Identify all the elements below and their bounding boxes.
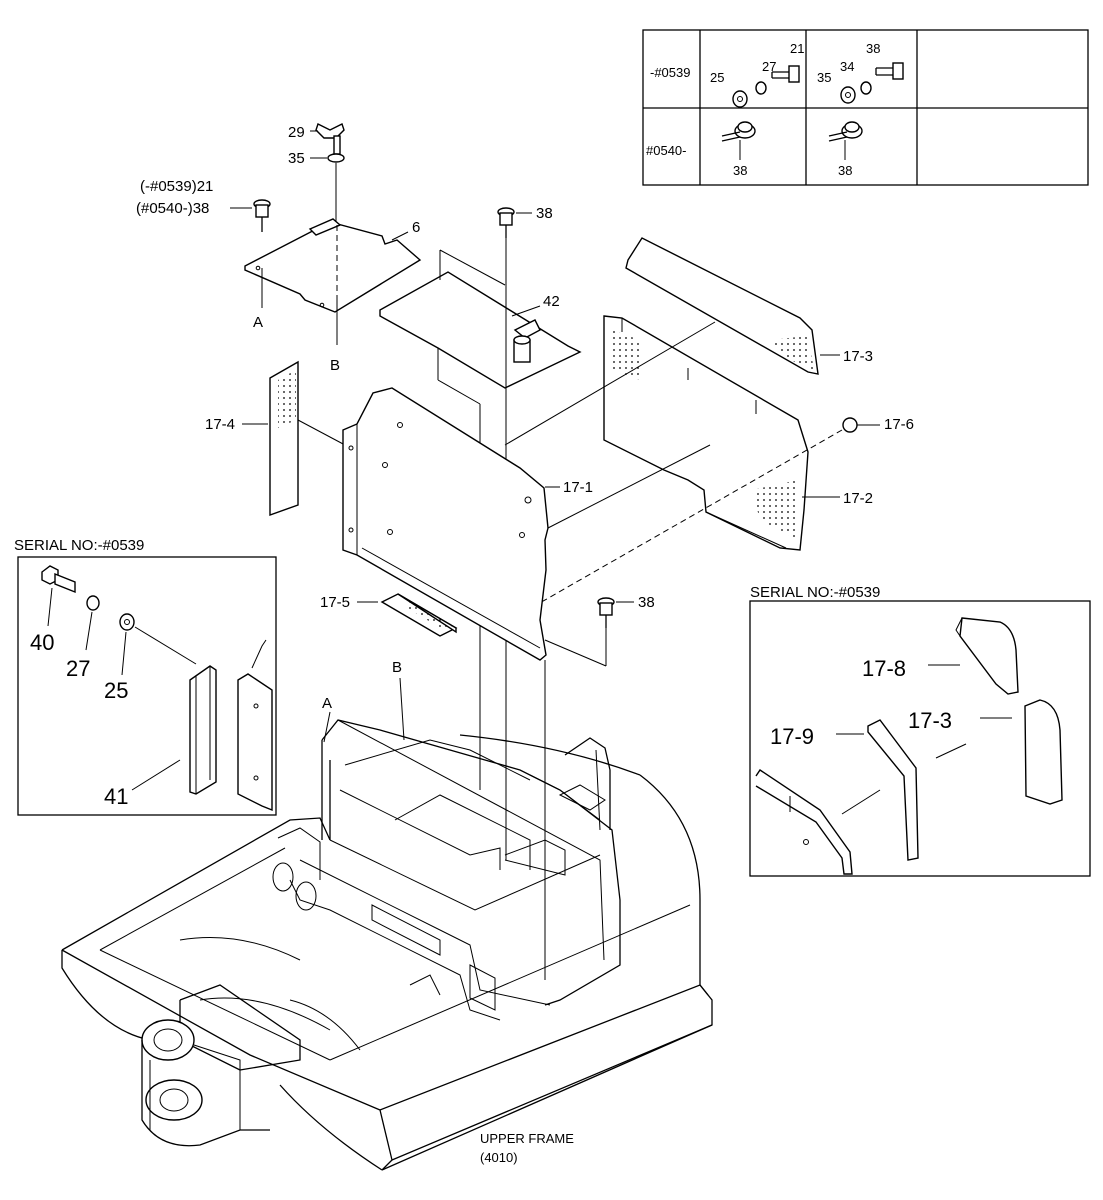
label-17-1: 17-1 — [563, 479, 593, 496]
label-38-table: 38 — [866, 41, 880, 56]
bolt-21-icon — [771, 65, 800, 83]
lockwasher-27-icon — [86, 595, 100, 611]
frame-bracket-inset — [237, 639, 273, 812]
seal-strip-17-4 — [269, 360, 299, 516]
bolt-40-icon — [41, 565, 76, 594]
inset-label-25: 25 — [104, 678, 128, 703]
label-17-4: 17-4 — [205, 416, 235, 433]
ref-a-frame: A — [322, 695, 332, 712]
label-25: 25 — [710, 70, 724, 85]
label-42: 42 — [543, 293, 560, 310]
fastener-table: -#0539 #0540- 21 27 25 38 34 35 — [642, 29, 1089, 186]
label-17-6: 17-6 — [884, 416, 914, 433]
washer-35-icon — [840, 86, 856, 104]
table-row-label-1: -#0539 — [650, 65, 690, 80]
label-38-top: 38 — [536, 205, 553, 222]
label-6: 6 — [412, 219, 420, 236]
label-29: 29 — [288, 124, 305, 141]
seal-strip-17-3 — [625, 237, 819, 375]
lockwasher-27-icon — [755, 81, 767, 95]
inset-label-17-8: 17-8 — [862, 656, 906, 681]
inset-label-41: 41 — [104, 784, 128, 809]
lockwasher-34-icon — [860, 81, 872, 95]
inset-left: SERIAL NO:-#0539 40 27 25 41 — [14, 537, 277, 816]
cover-17-3-inset — [1024, 699, 1063, 805]
upper-frame-label: UPPER FRAME — [480, 1131, 574, 1146]
panel-edge-inset — [755, 769, 853, 875]
partition-panel-17-1 — [342, 387, 549, 661]
label-35: 35 — [288, 150, 305, 167]
washer-35-icon — [327, 153, 345, 163]
washer-25-icon — [732, 90, 748, 108]
cover-plate-6 — [244, 218, 422, 313]
bolt-38-icon — [875, 62, 904, 80]
label-38-row2-a: 38 — [733, 163, 747, 178]
bolt-21-38-icon — [253, 199, 271, 232]
cover-17-8 — [955, 617, 1019, 695]
label-35-table: 35 — [817, 70, 831, 85]
inset-label-17-3: 17-3 — [908, 708, 952, 733]
ref-b-top: B — [330, 357, 340, 374]
clip-17-6-icon — [842, 417, 880, 433]
plate-41 — [189, 665, 217, 795]
inset-label-27: 27 — [66, 656, 90, 681]
label-34: 34 — [840, 59, 854, 74]
label-21: 21 — [790, 41, 804, 56]
label-17-5: 17-5 — [320, 594, 350, 611]
table-row-label-2: #0540- — [646, 143, 686, 158]
label-17-3: 17-3 — [843, 348, 873, 365]
label-27: 27 — [762, 59, 776, 74]
flange-bolt-icon — [828, 121, 863, 160]
label-21-serial: (-#0539)21 — [140, 178, 213, 195]
upper-frame-code: (4010) — [480, 1150, 518, 1165]
strip-17-9 — [867, 719, 919, 861]
partition-panel-17-2 — [603, 315, 809, 551]
ref-b-frame: B — [392, 659, 402, 676]
inset-right: SERIAL NO:-#0539 17-8 17-3 17-9 — [749, 584, 1091, 877]
label-38-mid: 38 — [638, 594, 655, 611]
ref-a-top: A — [253, 314, 263, 331]
inset-label-17-9: 17-9 — [770, 724, 814, 749]
label-17-2: 17-2 — [843, 490, 873, 507]
inset-label-40: 40 — [30, 630, 54, 655]
seal-strip-17-5 — [380, 593, 458, 637]
wing-bolt-29-icon — [315, 123, 345, 155]
label-38-row2-b: 38 — [838, 163, 852, 178]
inset-right-title: SERIAL NO:-#0539 — [750, 584, 880, 601]
washer-25-icon — [119, 613, 135, 631]
label-38-serial: (#0540-)38 — [136, 200, 209, 217]
bolt-38-mid-icon — [597, 597, 615, 628]
flange-bolt-icon — [721, 121, 756, 160]
upper-frame: A B — [61, 659, 713, 1171]
bolt-38-top-icon — [497, 207, 515, 238]
inset-left-title: SERIAL NO:-#0539 — [14, 537, 144, 554]
